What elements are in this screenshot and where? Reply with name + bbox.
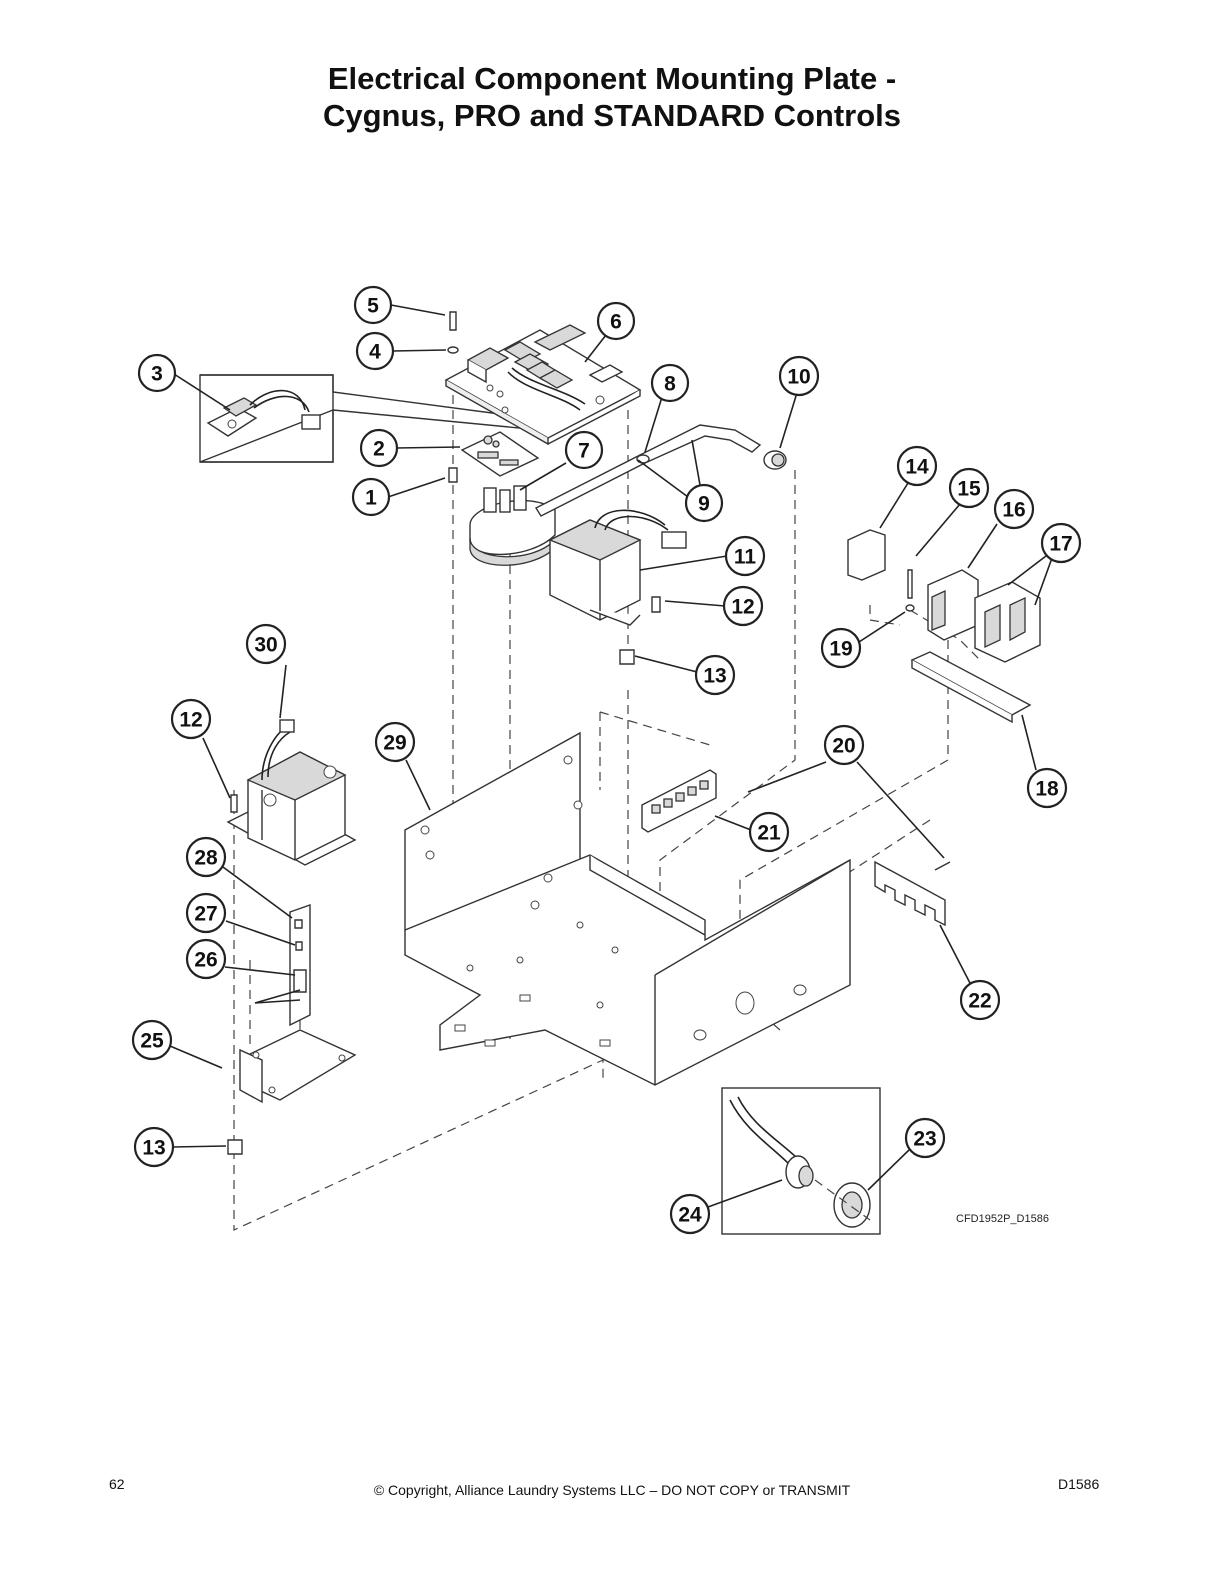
callout-6: 6 [596,301,636,341]
alignment-lines [233,380,981,1231]
svg-text:11: 11 [734,546,757,569]
callout-5: 5 [353,285,393,325]
svg-text:25: 25 [140,1030,164,1053]
callout-11: 11 [724,535,766,577]
callout-30: 30 [245,623,287,665]
svg-text:6: 6 [610,311,622,334]
svg-text:17: 17 [1049,533,1072,556]
svg-text:1: 1 [365,487,377,510]
svg-text:21: 21 [757,822,781,845]
callout-1: 1 [351,477,391,517]
callout-2: 2 [359,428,399,468]
callout-12: 12 [722,585,764,627]
title-line-2: Cygnus, PRO and STANDARD Controls [322,98,902,133]
control-board [444,324,642,446]
svg-text:24: 24 [678,1204,702,1227]
callout-3: 3 [137,353,177,393]
callout-17: 17 [1040,522,1082,564]
svg-text:28: 28 [194,847,218,870]
terminal-strips [641,769,951,927]
svg-text:12: 12 [731,596,754,619]
svg-text:9: 9 [698,493,710,516]
svg-text:7: 7 [578,440,590,463]
svg-text:18: 18 [1035,778,1059,801]
callout-27: 27 [185,892,227,934]
svg-text:30: 30 [254,634,277,657]
copyright-notice: © Copyright, Alliance Laundry Systems LL… [373,1482,851,1498]
svg-text:4: 4 [369,341,381,364]
svg-text:19: 19 [829,638,852,661]
callout-16: 16 [993,488,1035,530]
callout-28: 28 [185,836,227,878]
callout-7: 7 [564,430,604,470]
svg-text:2: 2 [373,438,385,461]
small-board [460,431,540,477]
callout-29: 29 [374,721,416,763]
page-number: 62 [109,1476,125,1492]
callout-19: 19 [820,627,862,669]
inset-harness [199,374,546,463]
diagram-reference-code: CFD1952P_D1586 [956,1213,1049,1225]
bracket-assembly [227,904,357,1155]
inset-grommet [721,1087,881,1235]
svg-text:10: 10 [787,366,810,389]
callout-22: 22 [959,979,1001,1021]
callout-26: 26 [185,938,227,980]
svg-text:15: 15 [957,478,981,501]
callout-21: 21 [748,811,790,853]
title-line-1: Electrical Component Mounting Plate - [327,61,897,96]
page-title: Electrical Component Mounting Plate - Cy… [0,60,1224,134]
hose-assembly [535,424,787,517]
callout-8: 8 [650,363,690,403]
svg-text:29: 29 [383,732,406,755]
pressure-switch [469,485,556,566]
fasteners-top [447,311,459,483]
callout-24: 24 [669,1193,711,1235]
callout-13-left: 13 [133,1126,175,1168]
svg-text:3: 3 [151,363,163,386]
leader-lines [169,304,1053,1208]
callout-10: 10 [778,355,820,397]
callout-20: 20 [823,724,865,766]
svg-text:26: 26 [194,949,217,972]
svg-text:14: 14 [905,456,929,479]
document-code: D1586 [1058,1476,1100,1492]
callout-12-left: 12 [170,698,212,740]
callout-9: 9 [684,483,724,523]
callout-23: 23 [904,1117,946,1159]
svg-text:5: 5 [367,295,379,318]
svg-text:13: 13 [703,665,726,688]
callout-18: 18 [1026,767,1068,809]
svg-text:23: 23 [913,1128,936,1151]
svg-text:20: 20 [832,735,855,758]
callout-15: 15 [948,467,990,509]
callout-25: 25 [131,1019,173,1061]
terminal-assembly [847,529,1041,724]
callout-14: 14 [896,445,938,487]
svg-text:27: 27 [194,903,217,926]
svg-text:16: 16 [1002,499,1025,522]
svg-text:22: 22 [968,990,991,1013]
callout-4: 4 [355,331,395,371]
transformer-upper [548,509,687,665]
mounting-plate [404,731,851,1086]
svg-text:8: 8 [664,373,676,396]
transformer-left [226,719,357,866]
svg-text:12: 12 [179,709,202,732]
callout-13: 13 [694,654,736,696]
svg-text:13: 13 [142,1137,165,1160]
